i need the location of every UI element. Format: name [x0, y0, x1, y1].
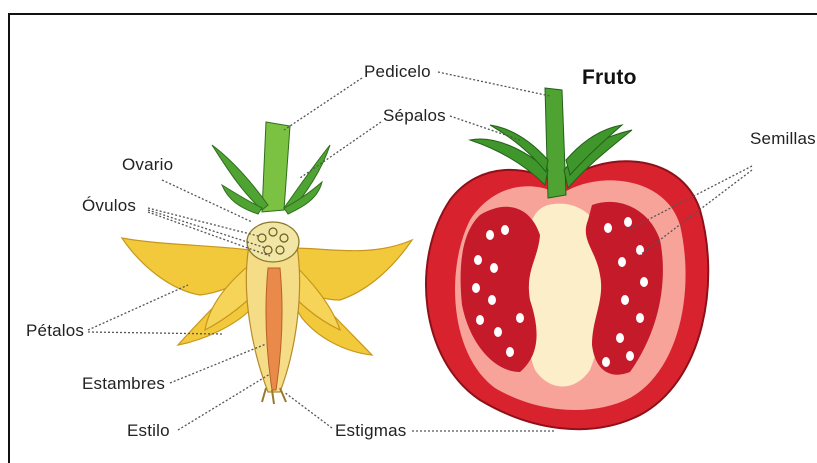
pedicelo-leader-flower — [284, 78, 362, 130]
ovulos-label: Óvulos — [82, 196, 136, 216]
seed — [624, 217, 632, 227]
seed — [602, 357, 610, 367]
petalos-label: Pétalos — [26, 321, 84, 341]
tomato-stem — [545, 88, 566, 198]
flower-sepals-stem — [212, 122, 330, 214]
seed — [621, 295, 629, 305]
seed — [486, 230, 494, 240]
pedicelo-label: Pedicelo — [364, 62, 431, 82]
estilo-label: Estilo — [127, 421, 170, 441]
estambres-label: Estambres — [82, 374, 165, 394]
fruto-title: Fruto — [582, 66, 637, 90]
seed — [490, 263, 498, 273]
seed — [604, 223, 612, 233]
seed — [501, 225, 509, 235]
seed — [494, 327, 502, 337]
flower-pedicel — [262, 122, 290, 212]
seed — [516, 313, 524, 323]
seed — [474, 255, 482, 265]
seed — [640, 277, 648, 287]
seed — [618, 257, 626, 267]
seed — [472, 283, 480, 293]
seed — [626, 351, 634, 361]
ovulos-leader-1 — [148, 208, 258, 236]
estilo-leader — [178, 374, 270, 430]
semillas-label: Semillas — [750, 129, 816, 149]
seed — [636, 313, 644, 323]
estigmas-label: Estigmas — [335, 421, 407, 441]
flower-center — [246, 222, 299, 404]
seed — [616, 333, 624, 343]
estigmas-leader-flower — [284, 392, 332, 428]
pedicelo-leader-tomato — [438, 72, 550, 96]
petalos-leader-1 — [88, 285, 188, 330]
sepalos-label: Sépalos — [383, 106, 446, 126]
estambres-leader — [170, 344, 266, 383]
tomato-illustration — [426, 88, 708, 429]
seed — [506, 347, 514, 357]
ovulos-leader-2 — [148, 210, 266, 248]
seed — [488, 295, 496, 305]
seed — [476, 315, 484, 325]
ovario-label: Ovario — [122, 155, 173, 175]
